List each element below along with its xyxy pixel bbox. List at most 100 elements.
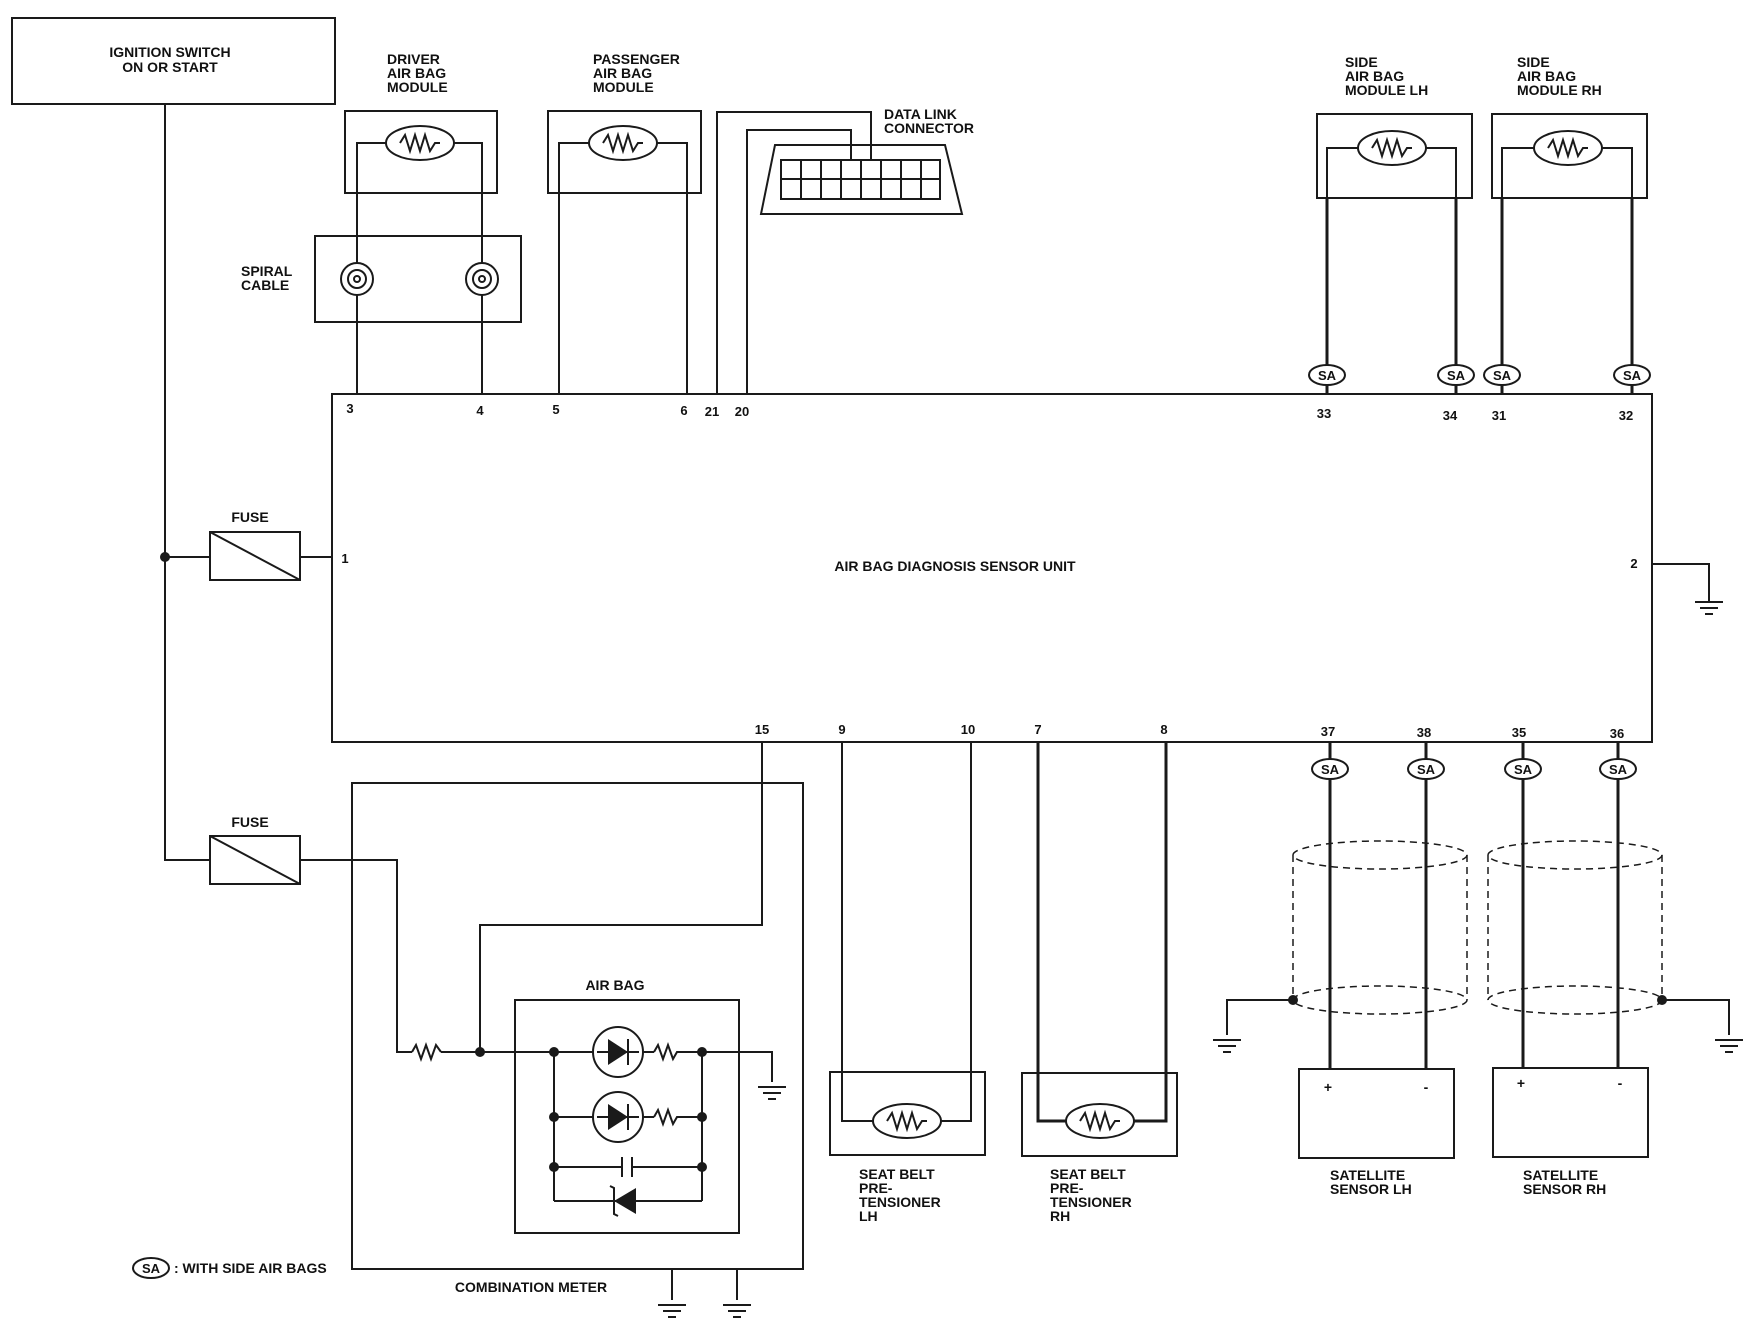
pin-7-wire [1036, 742, 1066, 1123]
spiral-icon [465, 262, 499, 296]
passenger-module-label-2: AIR BAG [593, 65, 652, 81]
pin-9: 9 [838, 722, 845, 737]
side-rh-squib-resistor [1547, 136, 1588, 160]
sa-tag: SA [1407, 758, 1445, 780]
side-lh-label-2: AIR BAG [1345, 68, 1404, 84]
satellite-sensor-lh [1298, 1068, 1455, 1159]
side-rh-label-2: AIR BAG [1517, 68, 1576, 84]
driver-squib-lead [454, 142, 483, 193]
pin-35: 35 [1512, 725, 1526, 740]
seat-belt-rh-label-4: RH [1050, 1208, 1070, 1224]
pin-21-wire [716, 111, 872, 394]
air-bag-diagnosis-sensor-unit [331, 393, 1653, 743]
satellite-lh-label-1: SATELLITE [1330, 1167, 1405, 1183]
ground-symbol [657, 1304, 687, 1318]
satellite-rh-label-2: SENSOR RH [1523, 1181, 1606, 1197]
pin-15: 15 [755, 722, 769, 737]
seat-belt-rh-label-3: TENSIONER [1050, 1194, 1132, 1210]
seat-belt-pretensioner-lh [829, 1071, 986, 1156]
pin-33: 33 [1317, 406, 1331, 421]
pin-2: 2 [1630, 556, 1637, 571]
ignition-label-1: IGNITION SWITCH [109, 44, 230, 60]
side-rh-label-3: MODULE RH [1517, 82, 1602, 98]
fuse-2-diagonal [209, 835, 301, 885]
shield-lh [1292, 840, 1468, 1015]
seat-belt-pretensioner-rh [1021, 1072, 1178, 1157]
spiral-icon [340, 262, 374, 296]
passenger-module-label-3: MODULE [593, 79, 654, 95]
pin-38: 38 [1417, 725, 1431, 740]
pin-4: 4 [476, 403, 484, 418]
seat-belt-rh-label-1: SEAT BELT [1050, 1166, 1126, 1182]
satellite-rh-plus: + [1517, 1075, 1525, 1091]
led-icon [592, 1091, 644, 1143]
driver-module-label-3: MODULE [387, 79, 448, 95]
side-air-bag-module-rh [1491, 113, 1648, 199]
passenger-squib-lead [657, 142, 688, 193]
pin-31: 31 [1492, 408, 1506, 423]
fuse-2-label: FUSE [231, 814, 268, 830]
fuse-1-diagonal [209, 531, 301, 581]
air-bag-indicator-label: AIR BAG [585, 977, 644, 993]
sa-tag-text: SA [1318, 368, 1337, 383]
pin-20-wire [746, 129, 852, 394]
pin-1: 1 [341, 551, 348, 566]
shield-rh [1487, 840, 1663, 1015]
fuse-2-out-wire [300, 859, 412, 1053]
fuse-1-label: FUSE [231, 509, 268, 525]
passenger-squib-resistor [602, 131, 643, 155]
satellite-sensor-rh [1492, 1067, 1649, 1158]
pin-36: 36 [1610, 726, 1624, 741]
air-bag-indicator [514, 999, 740, 1234]
sa-tag-text: SA [1609, 762, 1628, 777]
driver-module-label-1: DRIVER [387, 51, 440, 67]
driver-air-bag-module [344, 110, 498, 194]
ignition-switch-box [11, 17, 336, 105]
seat-belt-lh-label-2: PRE- [859, 1180, 893, 1196]
pin-9-wire [841, 742, 873, 1122]
meter-resistor [411, 1042, 442, 1062]
pretensioner-lh-squib [872, 1103, 942, 1139]
pin-32: 32 [1619, 408, 1633, 423]
sa-tag: SA [1504, 758, 1542, 780]
spiral-cable-label-2: CABLE [241, 277, 289, 293]
pin-7: 7 [1034, 722, 1041, 737]
legend-sa-symbol [132, 1257, 170, 1279]
data-link-label-2: CONNECTOR [884, 120, 974, 136]
pin-2-ground-wire [1652, 563, 1710, 602]
sa-tag: SA [1599, 758, 1637, 780]
legend-sa-text: SA [142, 1261, 161, 1276]
sa-tag-text: SA [1493, 368, 1512, 383]
pin-10: 10 [961, 722, 975, 737]
seat-belt-lh-label-4: LH [859, 1208, 878, 1224]
pretensioner-rh-resistor [1079, 1109, 1120, 1133]
sa-tag: SA [1308, 364, 1346, 386]
unit-label: AIR BAG DIAGNOSIS SENSOR UNIT [834, 558, 1076, 574]
pin-3: 3 [346, 401, 353, 416]
ignition-label-2: ON OR START [122, 59, 218, 75]
pin-15-wire [479, 742, 763, 1052]
ground-symbol [1212, 1039, 1242, 1053]
pin-37: 37 [1321, 724, 1335, 739]
satellite-rh-minus: - [1618, 1075, 1623, 1091]
pin-20: 20 [735, 404, 749, 419]
side-lh-squib-lead [1426, 147, 1457, 198]
driver-squib-resistor [399, 131, 440, 155]
led-icon [592, 1026, 644, 1078]
satellite-lh-plus: + [1324, 1079, 1332, 1095]
pin-8-wire [1134, 742, 1168, 1123]
driver-module-label-2: AIR BAG [387, 65, 446, 81]
satellite-lh-label-2: SENSOR LH [1330, 1181, 1412, 1197]
sa-tag: SA [1613, 364, 1651, 386]
side-lh-label-3: MODULE LH [1345, 82, 1428, 98]
pretensioner-lh-resistor [886, 1109, 927, 1133]
pin-10-wire [941, 742, 972, 1122]
passenger-module-label-1: PASSENGER [593, 51, 680, 67]
pin-21: 21 [705, 404, 719, 419]
pin-6: 6 [680, 403, 687, 418]
combination-meter-label: COMBINATION METER [455, 1279, 607, 1295]
side-lh-squib [1357, 130, 1427, 166]
ground-symbol [1714, 1039, 1744, 1053]
seat-belt-lh-label-3: TENSIONER [859, 1194, 941, 1210]
